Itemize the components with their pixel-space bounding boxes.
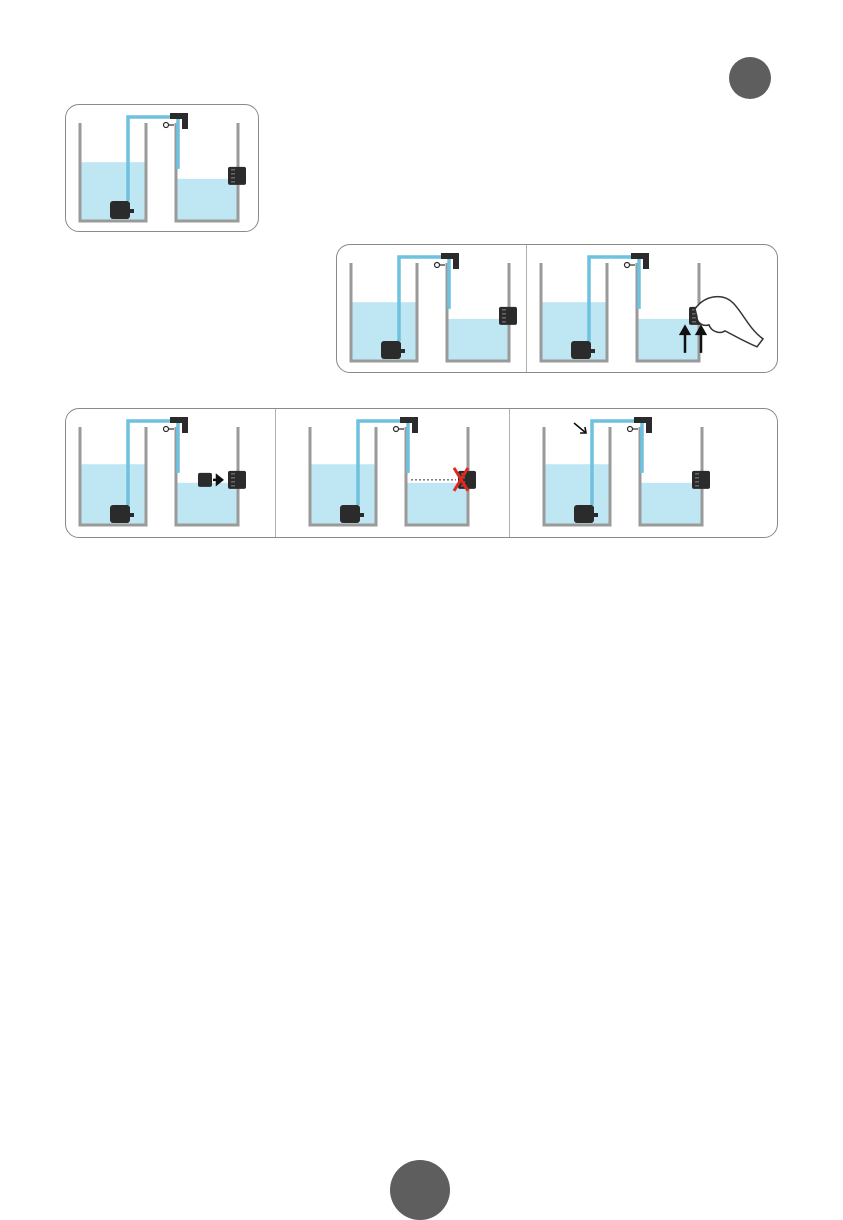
right-tank-water xyxy=(406,483,468,525)
pump-outlet xyxy=(360,513,364,517)
level-sensor-icon xyxy=(499,307,517,325)
pump-outlet xyxy=(591,349,595,353)
illustration-svg xyxy=(66,409,256,535)
step-3-divider-2 xyxy=(509,409,510,537)
right-tank-water xyxy=(637,319,699,361)
illustration-svg xyxy=(527,245,777,371)
arrow-pointer-icon xyxy=(574,423,586,433)
step-2-frame xyxy=(336,244,778,373)
hand-icon xyxy=(695,297,763,347)
right-tank-water xyxy=(447,319,509,361)
submersible-pump-icon xyxy=(381,341,401,359)
illustration-svg xyxy=(66,105,256,231)
submersible-pump-icon xyxy=(571,341,591,359)
corner-dot-icon xyxy=(729,57,771,99)
step-1-panel xyxy=(66,105,256,231)
arrow-right-icon xyxy=(213,476,222,484)
step-3b-panel xyxy=(296,409,486,535)
step-3a-panel xyxy=(66,409,256,535)
right-tank-water xyxy=(640,483,702,525)
bottom-page-dot-icon xyxy=(390,1160,450,1220)
illustration-svg xyxy=(337,245,527,371)
right-tank-water xyxy=(176,483,238,525)
step-2b-panel xyxy=(527,245,777,371)
pump-outlet xyxy=(130,209,134,213)
level-sensor-icon xyxy=(228,167,246,185)
submersible-pump-icon xyxy=(110,505,130,523)
right-tank-water xyxy=(176,179,238,221)
illustration-svg xyxy=(530,409,720,535)
illustration-svg xyxy=(296,409,486,535)
level-sensor-icon xyxy=(692,471,710,489)
submersible-pump-icon xyxy=(110,201,130,219)
step-3-divider-1 xyxy=(275,409,276,537)
detached-part xyxy=(198,473,212,487)
level-sensor-icon xyxy=(228,471,246,489)
step-1-frame xyxy=(65,104,259,232)
step-2a-panel xyxy=(337,245,527,371)
submersible-pump-icon xyxy=(574,505,594,523)
step-3c-panel xyxy=(530,409,720,535)
submersible-pump-icon xyxy=(340,505,360,523)
step-3-frame xyxy=(65,408,778,538)
pump-outlet xyxy=(401,349,405,353)
pump-outlet xyxy=(594,513,598,517)
pump-outlet xyxy=(130,513,134,517)
